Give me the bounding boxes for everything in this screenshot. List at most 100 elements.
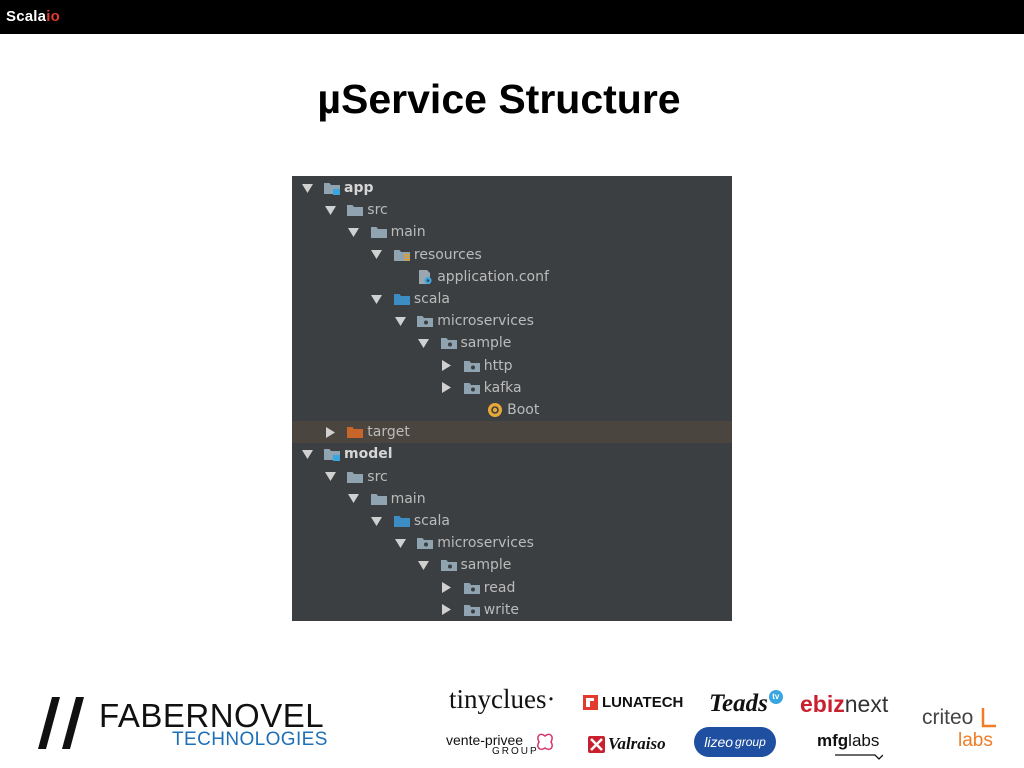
- ebiznext-logo: ebiznext: [800, 691, 889, 717]
- criteo-logo-text: criteo: [922, 706, 974, 729]
- tree-node-label: application.conf: [437, 268, 549, 285]
- module-folder-icon: [323, 180, 341, 196]
- tree-node-label: sample: [460, 557, 512, 574]
- tree-node-label: main: [390, 490, 426, 507]
- resources-folder-icon: [393, 247, 411, 263]
- tree-node-label: http: [483, 357, 513, 374]
- tree-node-label: write: [483, 601, 519, 618]
- tree-node[interactable]: model: [292, 443, 732, 465]
- tree-node-label: Boot: [507, 402, 540, 418]
- tree-node-label: src: [367, 468, 388, 485]
- teads-tv-badge: tv: [768, 690, 783, 704]
- tree-node[interactable]: read: [292, 577, 732, 599]
- tree-node[interactable]: resources: [292, 244, 732, 266]
- excluded-folder-icon: [346, 424, 364, 440]
- fabernovel-technologies-text: TECHNOLOGIES: [172, 729, 328, 750]
- butterfly-icon: [537, 733, 553, 751]
- criteo-bracket-icon: [981, 708, 996, 728]
- tree-node-label: microservices: [437, 313, 534, 330]
- tree-node[interactable]: app: [292, 177, 732, 199]
- slide-title: µService Structure: [317, 76, 681, 122]
- tree-node[interactable]: sample: [292, 332, 732, 354]
- expanded-arrow-icon[interactable]: [301, 182, 313, 194]
- lunatech-mark-icon: [583, 695, 598, 710]
- mfglabs-logo: mfglabs: [817, 731, 880, 750]
- tree-node[interactable]: sample: [292, 554, 732, 576]
- expanded-arrow-icon[interactable]: [418, 559, 430, 571]
- scalaio-logo: Scalaio: [6, 8, 60, 25]
- tree-node-label: kafka: [483, 379, 522, 396]
- source-folder-icon: [393, 291, 411, 307]
- package-icon: [416, 313, 434, 329]
- tree-node-label: resources: [413, 246, 482, 263]
- tree-node-label: target: [367, 424, 410, 441]
- tree-node-label: microservices: [437, 535, 534, 552]
- collapsed-arrow-icon[interactable]: [441, 604, 453, 616]
- expanded-arrow-icon[interactable]: [371, 249, 383, 261]
- config-file-icon: [416, 269, 434, 285]
- tinyclues-logo: tinyclues·: [449, 684, 556, 714]
- tree-node[interactable]: target: [292, 421, 732, 444]
- tree-node-label: read: [483, 579, 516, 596]
- tree-node-label: main: [390, 224, 426, 241]
- fabernovel-slash-logo: [38, 697, 84, 749]
- expanded-arrow-icon[interactable]: [348, 226, 360, 238]
- criteo-labs-text: labs: [958, 730, 993, 751]
- expanded-arrow-icon[interactable]: [301, 448, 313, 460]
- package-icon: [463, 380, 481, 396]
- expanded-arrow-icon[interactable]: [394, 537, 406, 549]
- collapsed-arrow-icon[interactable]: [324, 426, 336, 438]
- folder-icon: [346, 469, 364, 485]
- tree-node-label: scala: [413, 513, 450, 529]
- collapsed-arrow-icon[interactable]: [441, 382, 453, 394]
- package-icon: [463, 602, 481, 618]
- tree-node-label: scala: [413, 291, 450, 307]
- package-icon: [416, 535, 434, 551]
- tree-node[interactable]: application.conf: [292, 266, 732, 288]
- tree-node[interactable]: kafka: [292, 377, 732, 399]
- valraiso-mark-icon: [588, 735, 605, 753]
- package-icon: [463, 580, 481, 596]
- tree-node[interactable]: src: [292, 466, 732, 488]
- tree-node-label: src: [367, 202, 388, 219]
- expanded-arrow-icon[interactable]: [371, 515, 383, 527]
- tree-node-label: app: [344, 180, 374, 196]
- expanded-arrow-icon[interactable]: [324, 471, 336, 483]
- tree-node-label: model: [344, 446, 393, 463]
- tree-node[interactable]: main: [292, 221, 732, 243]
- tree-node[interactable]: write: [292, 599, 732, 621]
- expanded-arrow-icon[interactable]: [394, 315, 406, 327]
- vente-privee-logo: vente-privee: [446, 732, 524, 748]
- tree-node[interactable]: microservices: [292, 532, 732, 554]
- folder-icon: [370, 224, 388, 240]
- tree-node[interactable]: microservices: [292, 310, 732, 332]
- expanded-arrow-icon[interactable]: [324, 204, 336, 216]
- scala-object-icon: [486, 402, 504, 418]
- top-bar: Scalaio: [0, 0, 1024, 34]
- expanded-arrow-icon[interactable]: [371, 293, 383, 305]
- folder-icon: [346, 202, 364, 218]
- tree-node[interactable]: scala: [292, 510, 732, 532]
- collapsed-arrow-icon[interactable]: [441, 582, 453, 594]
- lunatech-logo: LUNATECH: [583, 694, 683, 711]
- package-icon: [463, 358, 481, 374]
- module-folder-icon: [323, 446, 341, 462]
- mfglabs-underline-icon: [835, 754, 883, 760]
- fabernovel-logo-text: FABERNOVEL: [99, 697, 325, 734]
- valraiso-logo: Valraiso: [588, 734, 666, 754]
- collapsed-arrow-icon[interactable]: [441, 360, 453, 372]
- vente-privee-group-text: GROUP: [492, 746, 539, 757]
- source-folder-icon: [393, 513, 411, 529]
- tree-node[interactable]: Boot: [292, 399, 732, 421]
- expanded-arrow-icon[interactable]: [348, 493, 360, 505]
- expanded-arrow-icon[interactable]: [418, 337, 430, 349]
- tree-node[interactable]: http: [292, 355, 732, 377]
- tree-node[interactable]: main: [292, 488, 732, 510]
- package-icon: [440, 335, 458, 351]
- tree-node[interactable]: src: [292, 199, 732, 221]
- package-icon: [440, 557, 458, 573]
- tree-node[interactable]: scala: [292, 288, 732, 310]
